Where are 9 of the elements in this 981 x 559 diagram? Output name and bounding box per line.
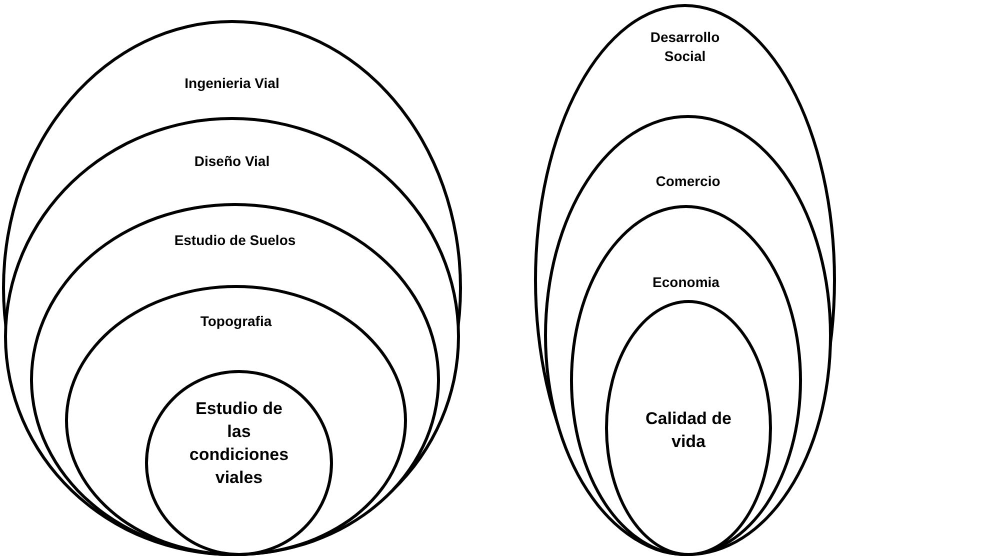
ellipse-label: Diseño Vial — [193, 152, 271, 171]
ellipse-label: Comercio — [654, 172, 722, 191]
ellipse-label: Desarrollo Social — [649, 28, 721, 66]
ellipse-label: Topografia — [199, 312, 273, 331]
ellipse-label: Ingenieria Vial — [184, 74, 280, 93]
ellipse-label: Calidad de vida — [644, 408, 732, 453]
ellipse-label: Estudio de Suelos — [173, 231, 297, 250]
ellipse-label: Estudio de las condiciones viales — [188, 398, 290, 489]
ellipse-label: Economia — [652, 273, 720, 292]
